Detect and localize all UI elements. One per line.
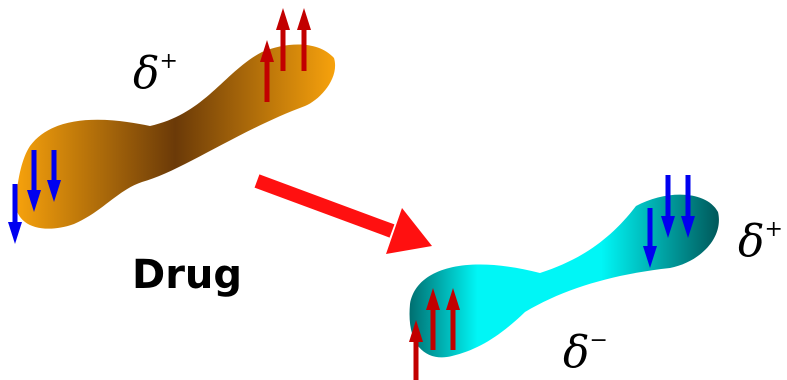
reaction-arrow-icon — [257, 181, 432, 254]
left-charge-label: δ+ — [133, 48, 178, 99]
right-bottom-charge-sign: − — [590, 328, 608, 353]
right-bottom-charge-label: δ− — [563, 327, 608, 378]
right-top-charge-label: δ+ — [738, 216, 783, 267]
right-top-charge-symbol: δ — [738, 216, 765, 267]
left-charge-sign: + — [160, 49, 178, 74]
right-top-charge-sign: + — [765, 217, 783, 242]
left-down-arrows — [8, 150, 61, 244]
drug-label: Drug — [132, 252, 242, 298]
left-charge-symbol: δ — [133, 48, 160, 99]
right-bottom-charge-symbol: δ — [563, 327, 590, 378]
